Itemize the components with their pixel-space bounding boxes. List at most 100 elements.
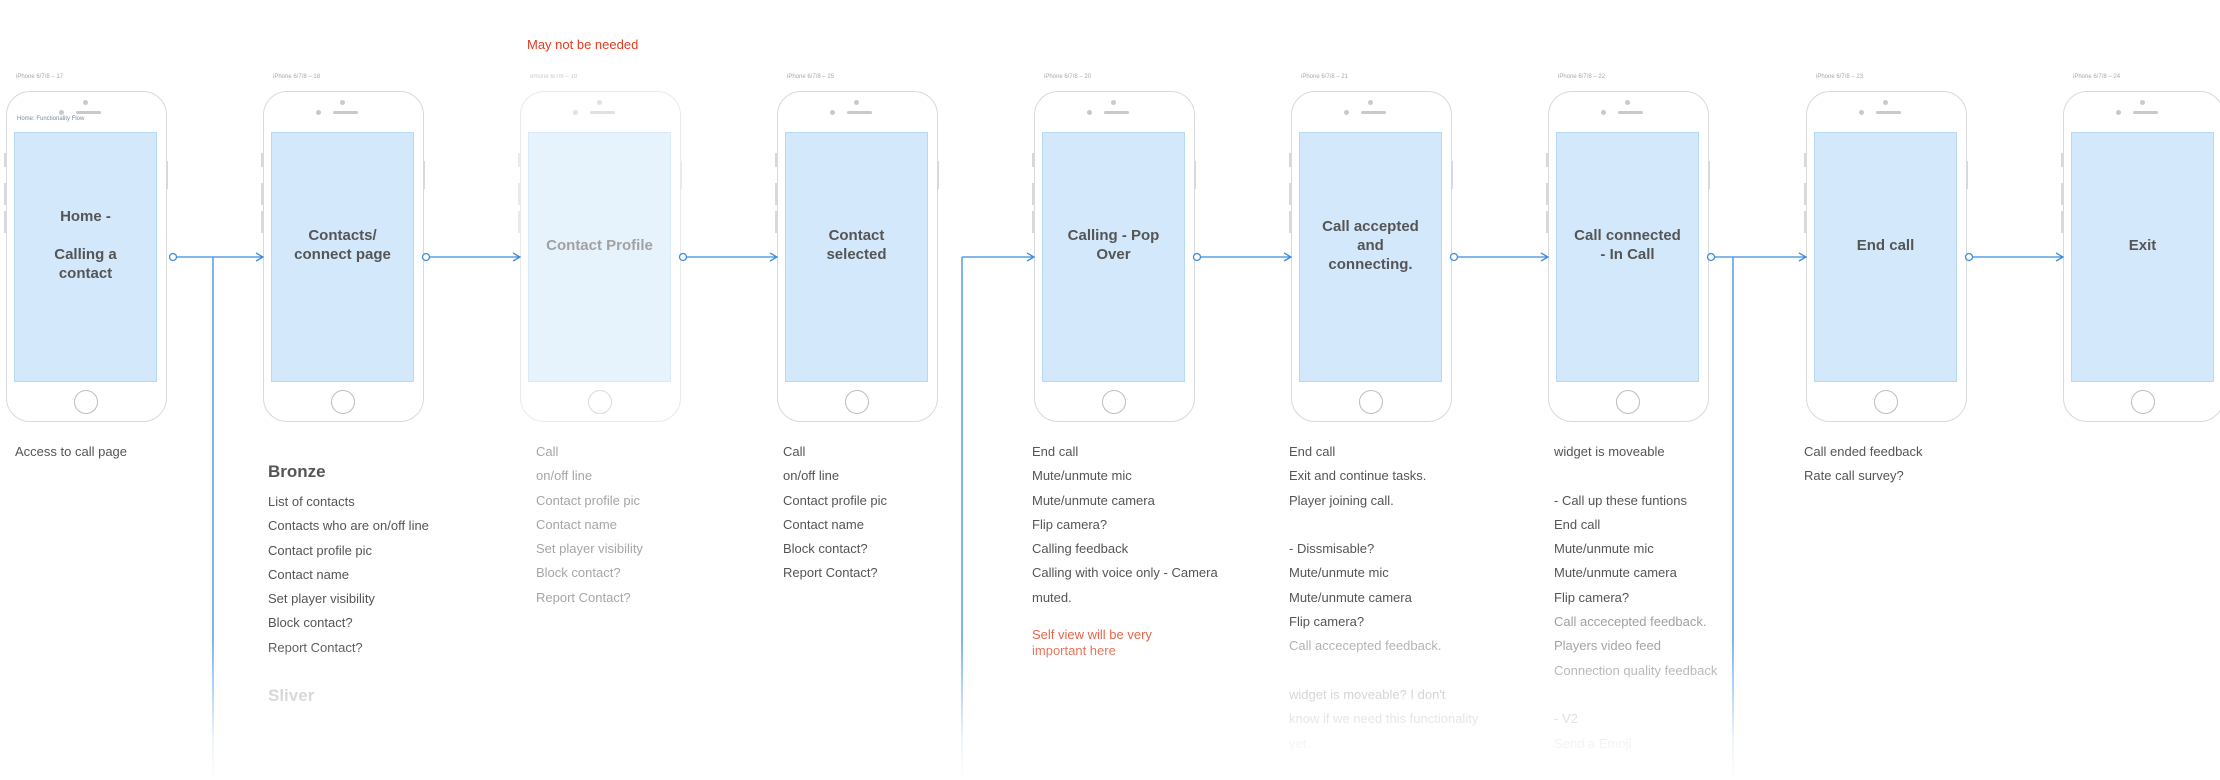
note-line	[1289, 513, 1478, 537]
phone-screen[interactable]: End call	[1814, 132, 1957, 382]
phone-mockup: Call connected - In Call	[1546, 91, 1710, 422]
note-line: End call	[1032, 444, 1079, 459]
phone-screen[interactable]: Home - Calling a contact	[14, 132, 157, 382]
note-line: Mute/unmute camera	[1032, 492, 1155, 508]
side-button	[1451, 161, 1453, 189]
camera-icon	[597, 100, 602, 105]
device-label: iPhone 6/7/8 – 23	[1816, 74, 1864, 80]
note-line: Mute/unmute mic	[1032, 468, 1132, 484]
side-button	[1708, 161, 1710, 189]
side-button	[2061, 211, 2063, 233]
phone-mockup: Exit	[2061, 91, 2220, 422]
speaker-icon	[1361, 111, 1386, 114]
note-line: - Dissmisable?	[1289, 541, 1375, 557]
device-label: iPhone 6/7/8 – 19	[530, 74, 578, 80]
speaker-icon	[847, 111, 872, 114]
note-line: widget is moveable? I don't	[1289, 686, 1446, 702]
side-button	[261, 153, 263, 167]
side-button	[518, 183, 520, 205]
home-button-icon	[1359, 390, 1383, 414]
side-button	[1546, 211, 1548, 233]
speaker-icon	[1618, 111, 1643, 114]
side-button	[2061, 183, 2063, 205]
connector-dot	[1449, 252, 1459, 262]
note-line: Contacts who are on/off line	[268, 518, 429, 534]
screen-title: Contact selected	[826, 227, 887, 263]
screen-title: Contact Profile	[546, 236, 653, 254]
connector-dot	[1706, 252, 1716, 262]
note-line: Contact name	[536, 516, 617, 532]
note-line: Contact profile pic	[536, 492, 641, 508]
note-line: Block contact?	[536, 565, 621, 581]
camera-icon	[1625, 100, 1630, 105]
side-button	[775, 153, 777, 167]
device-label: iPhone 6/7/8 – 17	[16, 74, 64, 80]
arrowhead-icon	[2055, 252, 2065, 262]
side-button	[1804, 211, 1806, 233]
note-line: Players video feed	[1554, 638, 1661, 654]
side-button	[680, 161, 682, 189]
sensor-icon	[316, 110, 321, 115]
speaker-icon	[333, 111, 358, 114]
phone-screen[interactable]: Contact Profile	[528, 132, 671, 382]
speaker-icon	[1876, 111, 1901, 114]
side-button	[1289, 153, 1291, 167]
speaker-icon	[1104, 111, 1129, 114]
note-line: Calling feedback	[1032, 541, 1129, 557]
side-button	[1032, 211, 1034, 233]
note-line: Access to call page	[15, 444, 128, 459]
note-line: Exit and continue tasks.	[1289, 468, 1427, 484]
phone-screen[interactable]: Contact selected	[785, 132, 928, 382]
side-button	[261, 211, 263, 233]
home-button-icon	[1102, 390, 1126, 414]
note-line: on/off line	[536, 468, 593, 484]
note-line: Call accecepted feedback.	[1289, 638, 1442, 654]
note-line: widget is moveable	[1554, 444, 1665, 459]
home-button-icon	[2131, 390, 2155, 414]
phone-screen[interactable]: Call connected - In Call	[1556, 132, 1699, 382]
note-line	[1554, 683, 1717, 707]
sensor-icon	[573, 110, 578, 115]
speaker-icon	[590, 111, 615, 114]
home-button-icon	[845, 390, 869, 414]
connector-dot	[1192, 252, 1202, 262]
note-line: Report Contact?	[536, 589, 631, 605]
connector-dot	[1964, 252, 1974, 262]
note-line: - Call up these funtions	[1554, 492, 1687, 508]
note-line: Rate call survey?	[1804, 468, 1904, 484]
side-button	[1966, 161, 1968, 189]
sensor-icon	[1344, 110, 1349, 115]
side-button	[423, 161, 425, 189]
side-button	[2061, 153, 2063, 167]
side-button	[4, 211, 6, 233]
note-line: Send a Emoji	[1554, 735, 1632, 751]
phone-screen[interactable]: Contacts/ connect page	[271, 132, 414, 382]
note-line: Call accecepted feedback.	[1554, 614, 1707, 630]
camera-icon	[2140, 100, 2145, 105]
tier-heading: Sliver	[268, 686, 315, 706]
phone-screen[interactable]: Call accepted and connecting.	[1299, 132, 1442, 382]
notes-call-connected: widget is moveable - Call up these funtio…	[1554, 440, 1717, 756]
screen-title: Home - Calling a contact	[54, 208, 117, 282]
side-button	[1804, 153, 1806, 167]
phone-screen[interactable]: Calling - Pop Over	[1042, 132, 1185, 382]
note-line: on/off line	[783, 468, 840, 484]
side-button	[775, 211, 777, 233]
note-line: Report Contact?	[268, 639, 363, 655]
self-view-note: Self view will be very important here	[1032, 627, 1152, 658]
phone-screen[interactable]: Exit	[2071, 132, 2214, 382]
sensor-icon	[1859, 110, 1864, 115]
note-line: Mute/unmute camera	[1289, 589, 1412, 605]
phone-mockup: Call accepted and connecting.	[1289, 91, 1453, 422]
note-line: Flip camera?	[1289, 614, 1365, 630]
side-button	[1546, 183, 1548, 205]
arrowhead-icon	[512, 252, 522, 262]
side-button	[937, 161, 939, 189]
note-line: Player joining call.	[1289, 492, 1394, 508]
sensor-icon	[2116, 110, 2121, 115]
note-line: Report Contact?	[783, 565, 878, 581]
screen-subtitle: Home: Functionality Flow	[17, 116, 85, 122]
note-line: End call	[1554, 516, 1601, 532]
